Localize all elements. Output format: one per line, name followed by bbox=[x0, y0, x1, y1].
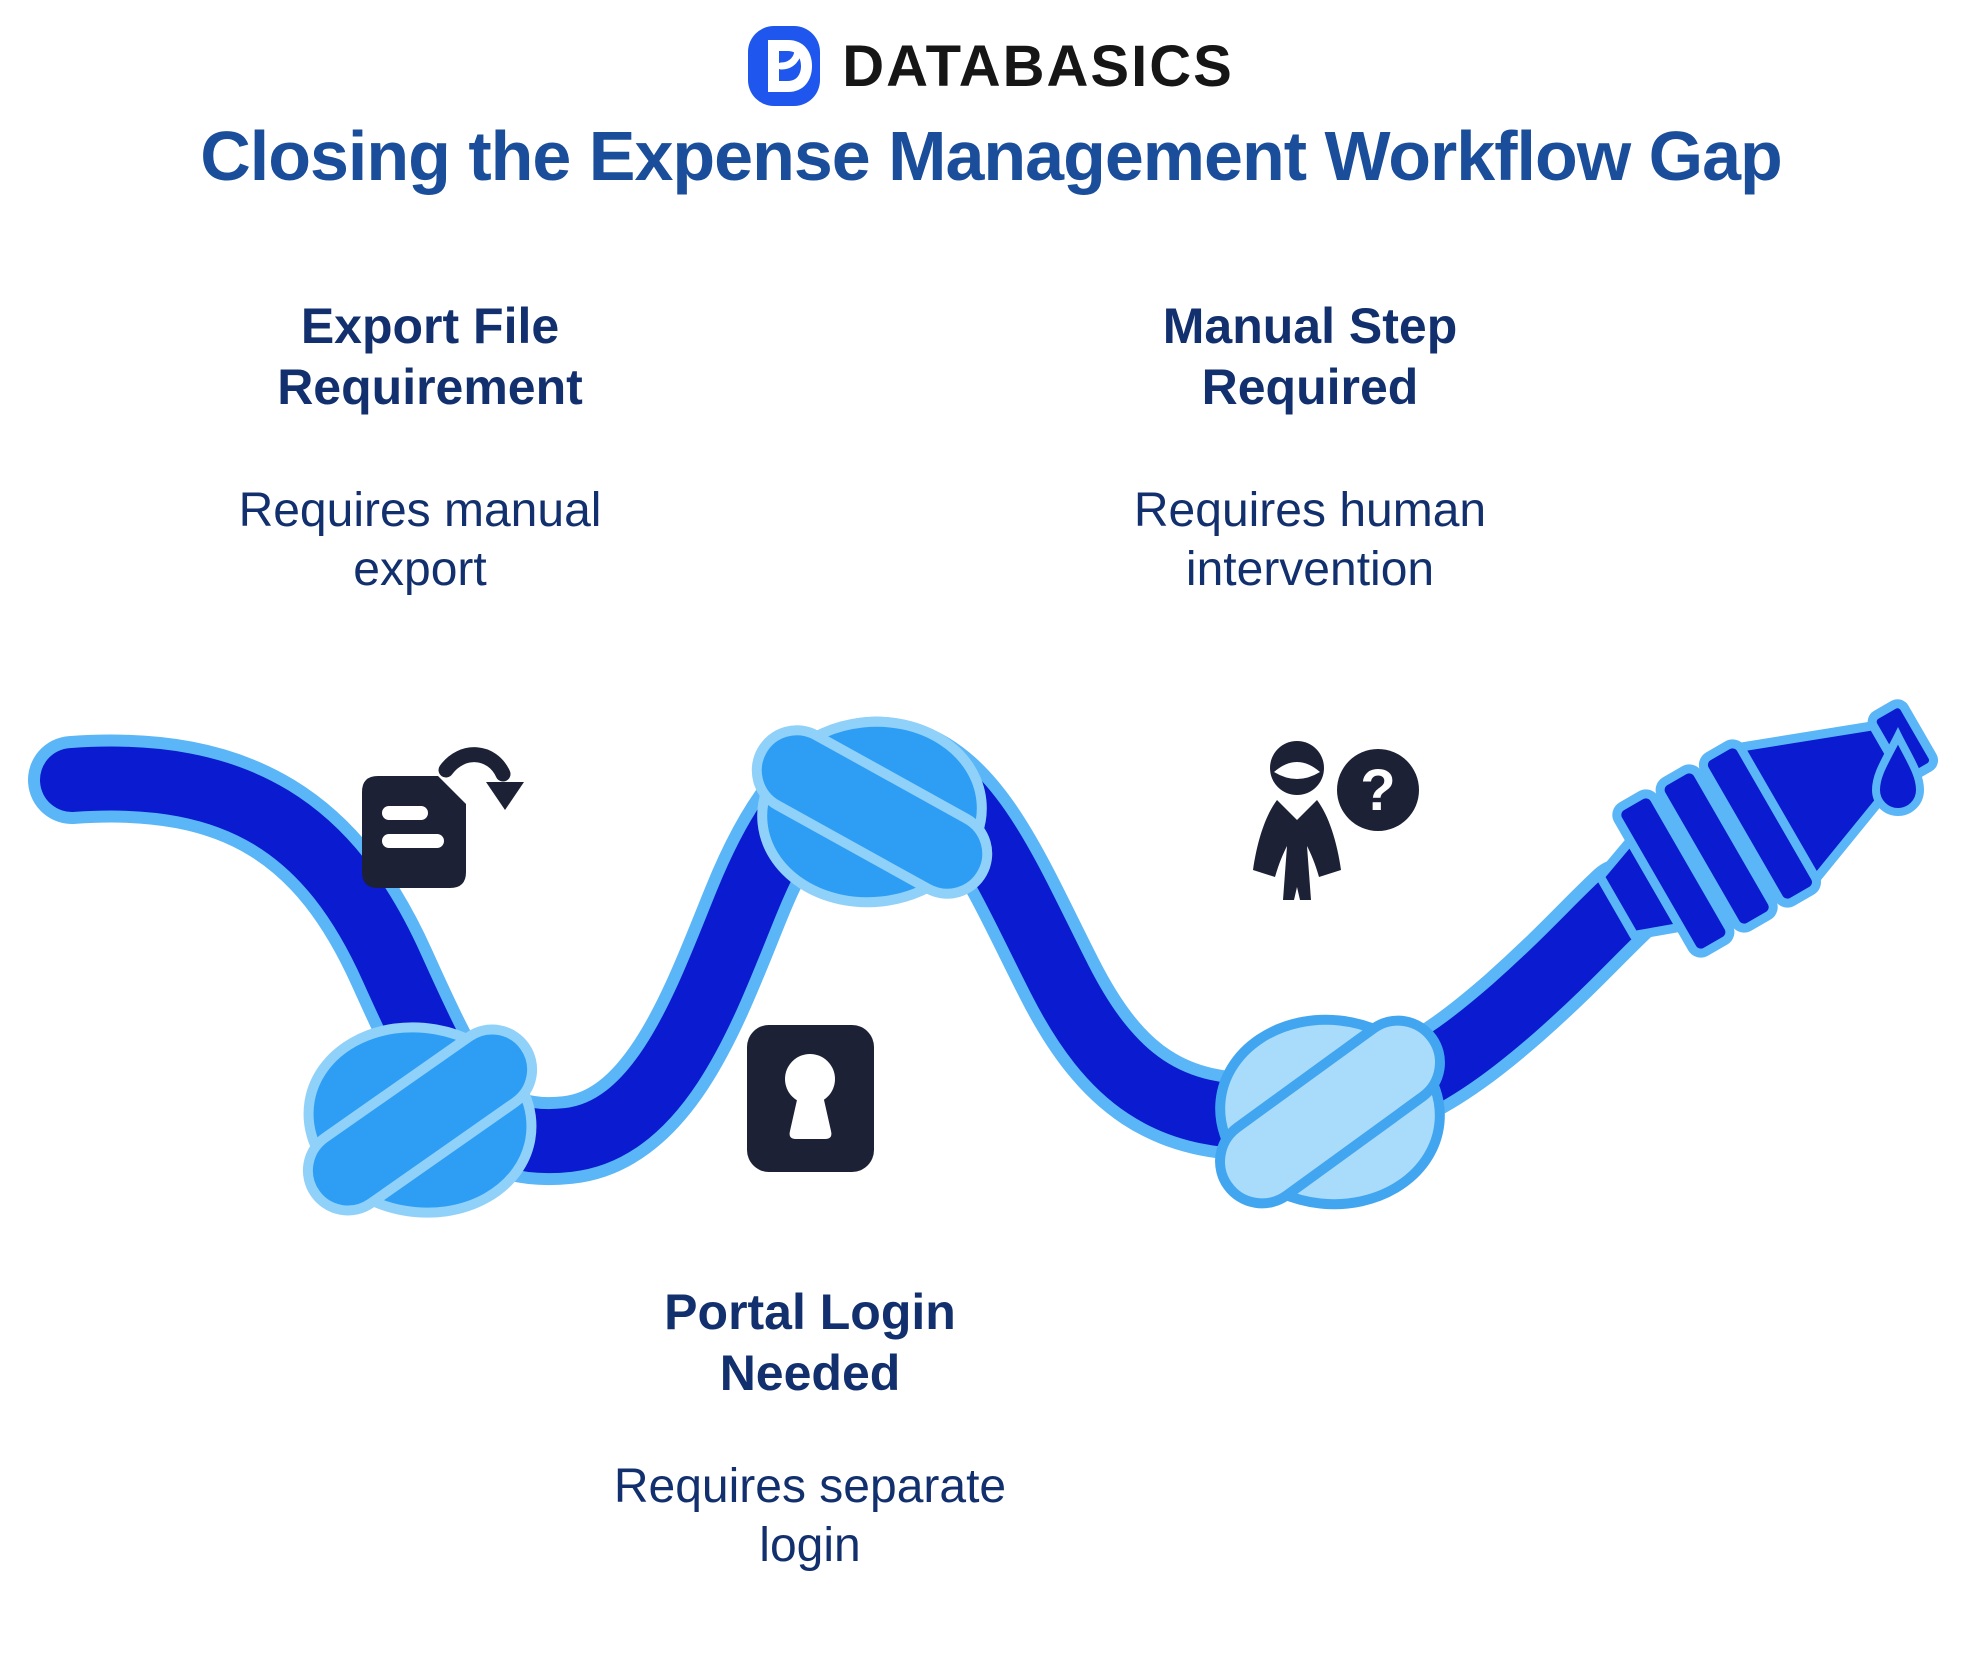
water-drop-icon bbox=[1871, 727, 1925, 816]
section-description-export-file: Requires manual export bbox=[238, 484, 602, 596]
hose-knot-icon-2 bbox=[751, 716, 993, 908]
page-title: Closing the Expense Management Workflow … bbox=[200, 117, 1783, 195]
brand-wordmark: DATABASICS bbox=[842, 33, 1234, 99]
section-description-portal-login: Requires separate login bbox=[613, 1460, 1007, 1572]
section-description-manual-step: Requires human intervention bbox=[1133, 484, 1487, 596]
hose-knot-icon-3 bbox=[1215, 1014, 1445, 1210]
databasics-logo-icon bbox=[748, 26, 821, 106]
keyhole-lock-icon bbox=[747, 1025, 874, 1172]
hose-knot-icon-1 bbox=[302, 1022, 538, 1218]
document-export-icon bbox=[362, 747, 524, 888]
section-heading-manual-step: Manual Step Required bbox=[1162, 298, 1458, 415]
hose-nozzle-icon bbox=[1595, 699, 1939, 958]
person-question-icon: ? bbox=[1253, 741, 1419, 900]
section-heading-portal-login: Portal Login Needed bbox=[664, 1284, 956, 1401]
section-heading-export-file: Export File Requirement bbox=[277, 298, 583, 415]
brand-header: DATABASICS bbox=[0, 24, 1982, 108]
question-mark-glyph: ? bbox=[1360, 758, 1395, 823]
